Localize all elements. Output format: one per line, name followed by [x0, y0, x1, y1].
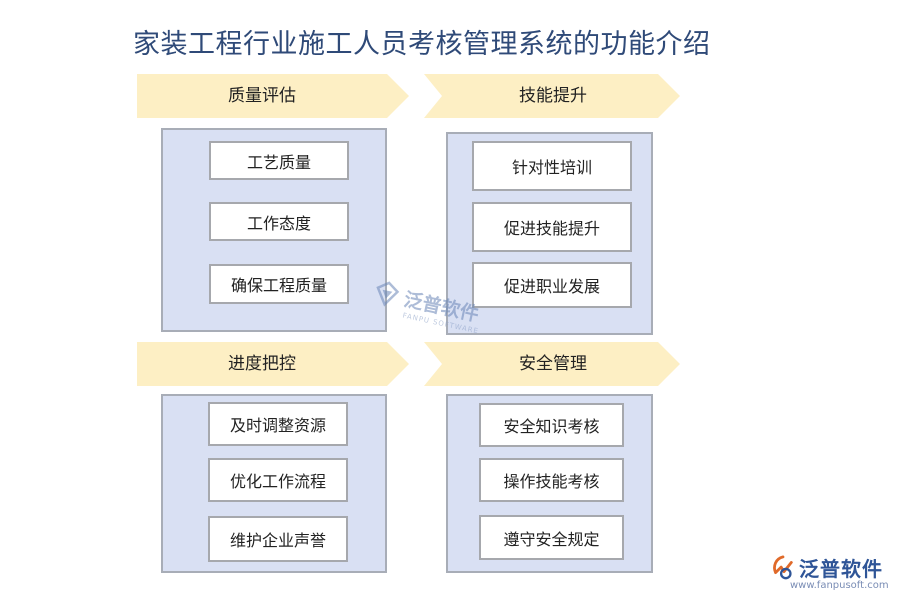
page-title: 家装工程行业施工人员考核管理系统的功能介绍 [133, 29, 711, 60]
item-box: 遵守安全规定 [479, 515, 624, 560]
item-box: 及时调整资源 [208, 402, 348, 446]
item-box: 促进技能提升 [472, 202, 632, 252]
item-box: 维护企业声誉 [208, 516, 348, 562]
brand-logo-icon [376, 281, 400, 307]
brand-name: 泛普软件 [799, 557, 883, 581]
section-header-arrow [424, 74, 680, 118]
watermark: 泛普软件 FANPU SOFTWARE [370, 277, 481, 336]
item-box: 工作态度 [209, 202, 349, 241]
item-box: 安全知识考核 [479, 403, 624, 447]
brand-logo: 泛普软件 [770, 553, 883, 582]
item-box: 针对性培训 [472, 141, 632, 191]
section-header-arrow [424, 342, 680, 386]
item-box: 促进职业发展 [472, 262, 632, 308]
section-header-label: 质量评估 [228, 86, 296, 106]
brand-logo-icon [773, 554, 793, 579]
item-box: 优化工作流程 [208, 458, 348, 502]
website-url: www.fanpusoft.com [790, 580, 889, 591]
section-header-label: 进度把控 [228, 354, 296, 374]
item-box: 操作技能考核 [479, 458, 624, 502]
section-header-label: 安全管理 [519, 354, 587, 374]
item-box: 确保工程质量 [209, 264, 349, 304]
item-box: 工艺质量 [209, 141, 349, 180]
section-header-arrow [137, 74, 409, 118]
section-header-label: 技能提升 [519, 86, 587, 106]
section-header-arrow [137, 342, 409, 386]
